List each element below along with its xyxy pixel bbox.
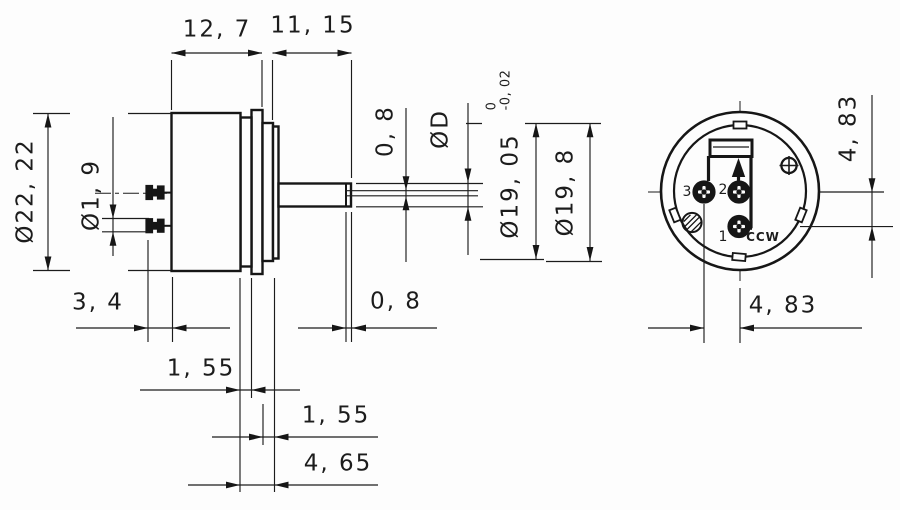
terminal-2-label: 2 (718, 182, 728, 198)
rear-view-screw-mark (779, 156, 799, 175)
dim-slot-depth: 0, 8 (370, 288, 422, 315)
dim-stack-length: 4, 65 (303, 450, 373, 477)
side-view-terminals (145, 184, 172, 234)
rear-view-arrowheads (690, 178, 876, 332)
terminal-3-label: 3 (682, 184, 692, 200)
rear-view-terminals (692, 180, 751, 239)
side-view-arrowheads (44, 49, 594, 489)
rotation-direction-label: CCW (746, 230, 780, 244)
dim-terminal-length: 3, 4 (72, 289, 124, 316)
dim-center-to-terminal-vertical: 4, 83 (835, 93, 862, 163)
terminal-1-label: 1 (718, 229, 728, 245)
bushing-tolerance: 0 -0, 02 (484, 69, 515, 111)
dim-flange-diameter: Ø19, 8 (552, 147, 579, 237)
dim-terminal-diameter: Ø1, 9 (78, 159, 105, 231)
dim-body-diameter: Ø22, 22 (12, 138, 39, 244)
rear-view-hatched-hole (681, 211, 703, 234)
dim-bushing-diameter: Ø19, 05 (497, 133, 524, 239)
dim-body-length: 12, 7 (182, 16, 252, 43)
dim-shaft-length: 11, 15 (270, 12, 356, 39)
terminal-3-pad (692, 180, 716, 204)
dim-shaft-diameter: ØD (427, 109, 454, 149)
terminal-1-pad (727, 214, 751, 239)
tolerance-lower: -0, 02 (499, 69, 514, 111)
dim-terminal-spacing-horizontal: 4, 83 (748, 292, 818, 319)
dim-slot-width: 0, 8 (372, 105, 399, 157)
side-view-extension-lines (33, 60, 602, 492)
tolerance-upper: 0 (484, 101, 500, 111)
dim-washer-b: 1, 55 (301, 402, 371, 429)
rear-view-extension-lines (703, 191, 893, 343)
terminal-2-pad (727, 180, 751, 204)
dim-washer-a: 1, 55 (166, 355, 236, 382)
side-view-body (170, 108, 280, 276)
side-view-shaft (277, 182, 478, 208)
